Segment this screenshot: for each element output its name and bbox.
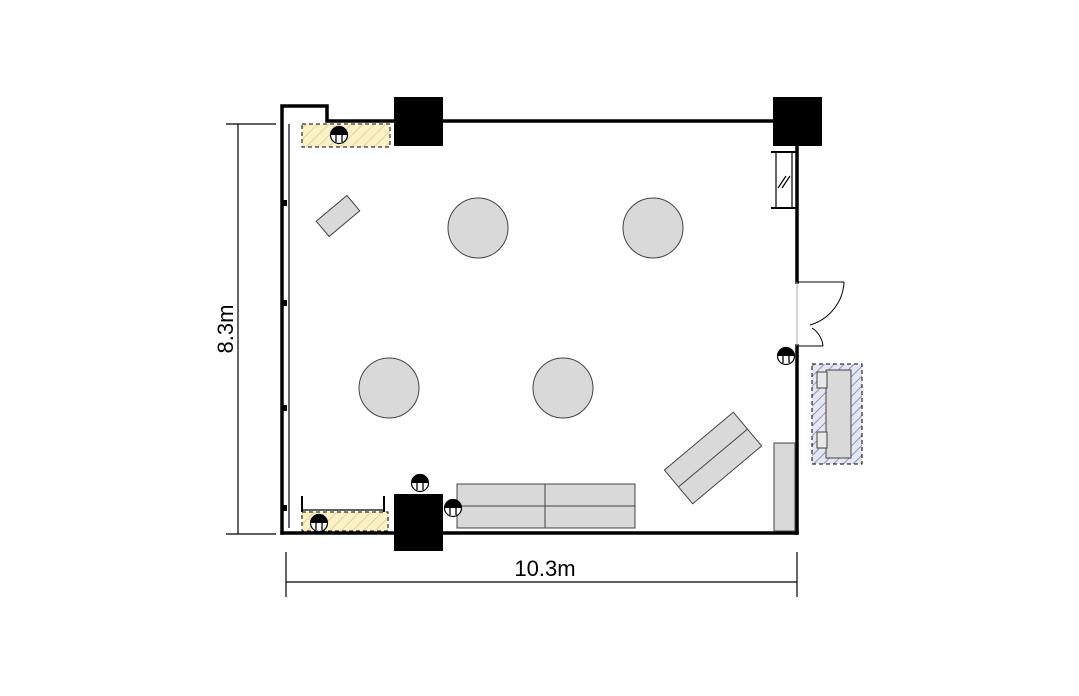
height-label: 8.3m <box>213 305 238 354</box>
sofa-bottom <box>456 483 636 529</box>
round-table <box>358 357 420 419</box>
column-top-left <box>394 97 443 146</box>
round-table <box>622 197 684 259</box>
wall-top-left <box>280 104 397 535</box>
outlet-icon <box>329 125 349 145</box>
walls <box>280 104 799 535</box>
round-table <box>532 357 594 419</box>
width-label: 10.3m <box>514 556 575 581</box>
round-table <box>447 197 509 259</box>
column-bottom <box>394 494 443 551</box>
outlet-icon <box>776 346 796 366</box>
width-dimension <box>285 552 798 597</box>
coat-rack <box>771 151 797 209</box>
column-top-right <box>773 97 822 146</box>
external-equipment-zone <box>811 363 863 465</box>
sofa-angled <box>663 411 763 505</box>
height-dimension <box>226 123 276 535</box>
outlet-icon <box>309 513 329 533</box>
power-outlets <box>309 125 796 533</box>
door <box>796 281 845 347</box>
cabinet <box>773 442 796 532</box>
side-table <box>315 194 361 238</box>
window-left-wall <box>283 124 290 528</box>
outlet-icon <box>443 498 463 518</box>
outlet-icon <box>410 473 430 493</box>
